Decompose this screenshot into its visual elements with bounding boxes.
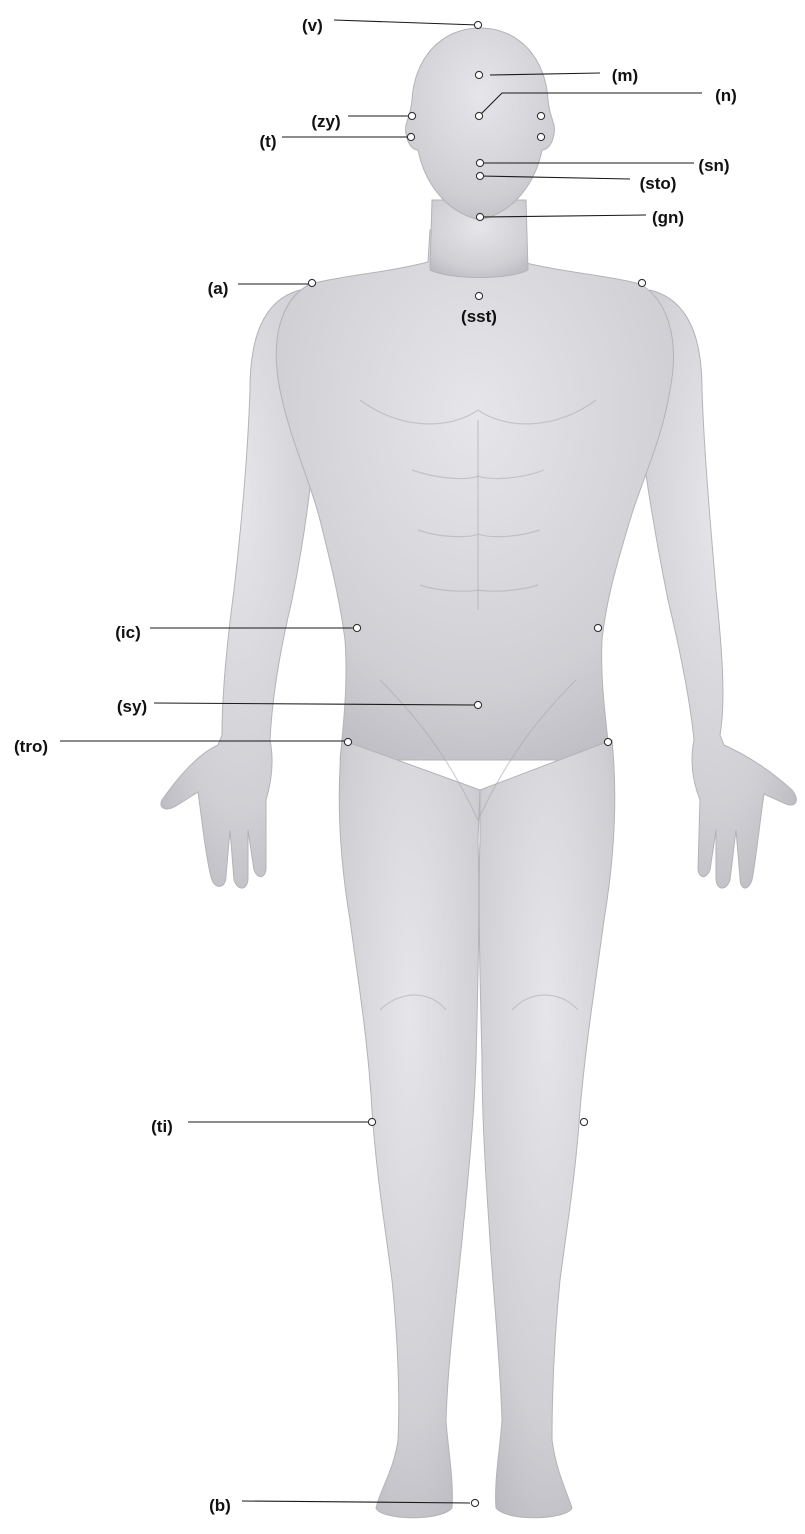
right-leg (479, 740, 615, 1518)
landmark-label-sy: (sy) (117, 697, 147, 716)
landmark-label-b: (b) (209, 1496, 231, 1515)
landmark-label-v: (v) (302, 16, 323, 35)
human-body-illustration (161, 28, 796, 1518)
landmark-label-sto: (sto) (640, 174, 677, 193)
landmark-marker-ic-left (353, 624, 360, 631)
landmark-label-zy: (zy) (311, 112, 340, 131)
landmark-label-sst: (sst) (461, 307, 497, 326)
landmark-label-sn: (sn) (698, 156, 729, 175)
landmark-marker-tro-right (604, 738, 611, 745)
landmark-marker-zy-left (408, 112, 415, 119)
landmark-marker-ti-left (368, 1118, 375, 1125)
landmark-marker-t-left (407, 133, 414, 140)
landmark-marker-n (475, 112, 482, 119)
landmark-label-t: (t) (260, 132, 277, 151)
landmark-marker-v (474, 21, 481, 28)
leader-line-v (334, 20, 478, 25)
landmark-marker-tro-left (344, 738, 351, 745)
landmark-label-tro: (tro) (14, 737, 48, 756)
landmark-label-m: (m) (612, 66, 638, 85)
landmark-marker-sy (474, 701, 481, 708)
landmark-label-a: (a) (208, 279, 229, 298)
landmark-marker-gn (476, 213, 483, 220)
landmark-marker-a-left (308, 279, 315, 286)
landmark-marker-a-right (638, 279, 645, 286)
landmark-marker-m (475, 71, 482, 78)
landmark-marker-zy-right (537, 112, 544, 119)
landmark-marker-sst (475, 292, 482, 299)
landmark-marker-sto (476, 172, 483, 179)
left-leg (339, 740, 480, 1518)
landmark-marker-b (471, 1499, 478, 1506)
landmark-label-ic: (ic) (115, 623, 141, 642)
landmark-marker-t-right (537, 133, 544, 140)
landmark-marker-ti-right (580, 1118, 587, 1125)
landmark-marker-sn (476, 159, 483, 166)
landmark-label-gn: (gn) (652, 208, 684, 227)
landmark-label-n: (n) (715, 86, 737, 105)
landmark-marker-ic-right (594, 624, 601, 631)
head (406, 28, 555, 220)
landmark-label-ti: (ti) (151, 1117, 173, 1136)
